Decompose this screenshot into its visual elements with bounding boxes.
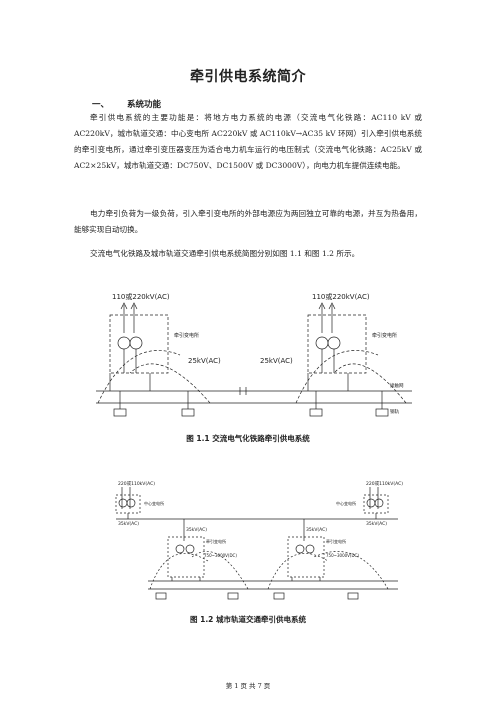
fig2-dc-left-label: 750~3000V(DC) — [204, 553, 237, 558]
paragraph-figure-intro: 交流电气化铁路及城市轨道交通牵引供电系统简图分别如图 1.1 和图 1.2 所示… — [90, 249, 360, 258]
fig2-source-right-label: 220或110kV(AC) — [366, 480, 403, 487]
page-footer: 第 1 页 共 7 页 — [225, 682, 271, 690]
section-label: 系统功能 — [127, 100, 162, 110]
figure-ac-railway-diagram: 110或220kV(AC) 110或220kV(AC) 牵引变电所 牵引变电所 … — [96, 292, 412, 417]
section-heading: 一、 系统功能 — [92, 98, 161, 110]
fig1-catenary-label: 接触网 — [390, 382, 404, 389]
fig2-central-left-label: 中心变电所 — [144, 500, 164, 506]
fig2-substation-left-label: 牵引变电所 — [206, 538, 226, 544]
fig2-mid-right-label: 35kV(AC) — [306, 527, 327, 533]
figure-urban-transit-diagram: 220或110kV(AC) 220或110kV(AC) 中心变电所 中心变电所 … — [115, 480, 403, 600]
fig2-mid-left-label: 35kV(AC) — [186, 527, 207, 533]
fig1-substation-right-label: 牵引变电所 — [372, 332, 397, 339]
fig1-source-right-label: 110或220kV(AC) — [312, 292, 370, 301]
paragraph-load-class: 电力牵引负荷为一级负荷，引入牵引变电所的外部电源应为两回独立可靠的电源，并互为热… — [74, 209, 422, 234]
fig1-rail-label: 钢轨 — [390, 408, 399, 415]
fig2-source-left-label: 220或110kV(AC) — [118, 480, 155, 487]
document-title: 牵引供电系统简介 — [190, 69, 306, 85]
fig1-source-left-label: 110或220kV(AC) — [112, 292, 170, 301]
section-number: 一、 — [92, 100, 110, 110]
figure1-caption: 图 1.1 交流电气化铁路牵引供电系统 — [186, 434, 310, 443]
fig1-substation-left-label: 牵引变电所 — [174, 332, 199, 339]
fig1-voltage-right-label: 25kV(AC) — [260, 357, 293, 365]
fig2-dc-right-label: 750~3000V(DC) — [326, 553, 359, 558]
fig1-voltage-left-label: 25kV(AC) — [188, 357, 221, 365]
fig2-central-right-label: 中心变电所 — [336, 500, 356, 506]
fig2-ring-left-label: 35kV(AC) — [118, 521, 139, 527]
figure2-caption: 图 1.2 城市轨道交通牵引供电系统 — [189, 615, 306, 624]
paragraph-system-function: 牵引供电系统的主要功能是：将地方电力系统的电源（交流电气化铁路：AC110 kV… — [74, 113, 422, 170]
fig2-substation-right-label: 牵引变电所 — [326, 538, 346, 544]
fig2-ring-right-label: 35kV(AC) — [366, 521, 387, 527]
